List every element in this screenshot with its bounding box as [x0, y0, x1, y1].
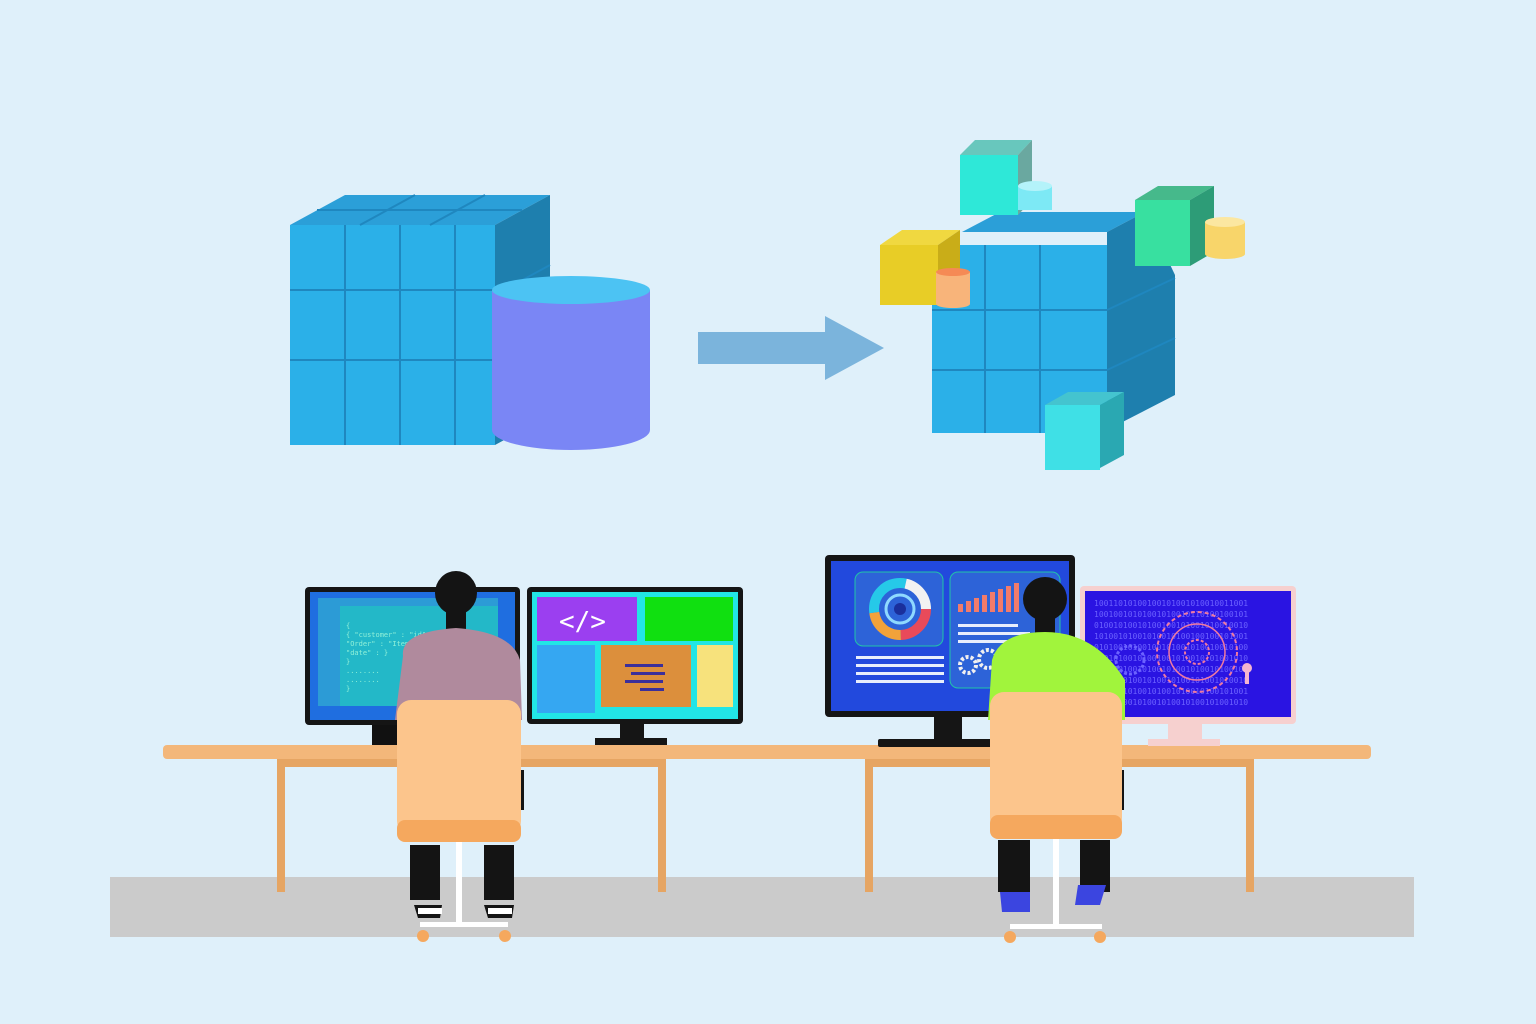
code-line: ........ [346, 667, 380, 675]
clock-icon [1156, 611, 1238, 693]
binary-line: 10100101001010010100100100101001 [1094, 632, 1248, 641]
binary-line: 10011010100100101001010010011001 [1094, 599, 1248, 608]
code-line: { "customer" : "id", [346, 631, 430, 639]
code-line: "Order" : "Item", [346, 640, 418, 648]
binary-line: 01010010100101001010010100101001 [1094, 687, 1248, 696]
monitor-web-layout: </> [527, 587, 743, 745]
chair-left [397, 700, 521, 942]
code-line: ........ [346, 676, 380, 684]
chair-right [990, 692, 1122, 943]
binary-line: 10100101001010010100101001010010 [1094, 676, 1248, 685]
code-line: } [346, 658, 350, 666]
floor [110, 877, 1414, 937]
right-arrow-icon [698, 316, 884, 380]
code-line: { [346, 622, 350, 630]
binary-text-block: 10011010100100101001010010011001 1001001… [1094, 599, 1248, 707]
desk [163, 745, 1371, 892]
monitor-binary-display: 10011010100100101001010010011001 1001001… [1080, 586, 1296, 746]
keyhole-icon [1242, 663, 1252, 684]
code-line: "date" : } [346, 649, 388, 657]
binary-line: 01001010010100101001010010100101 [1094, 665, 1248, 674]
binary-line: 10010100101001010010100101001010 [1094, 698, 1248, 707]
exploded-cube-icon [880, 140, 1245, 470]
binary-line: 10010100101001001010010101001010 [1094, 654, 1248, 663]
bar-chart-icon [958, 583, 1019, 612]
database-cylinder-icon [492, 276, 650, 450]
binary-line: 01001010010100100101001010010010 [1094, 621, 1248, 630]
gear-icon [1114, 644, 1146, 676]
code-tag-icon: </> [559, 607, 606, 637]
code-line: } [346, 685, 350, 693]
code-text-block: { { "customer" : "id", "Order" : "Item",… [346, 622, 430, 693]
binary-line: 10010010101001010010110100100101 [1094, 610, 1248, 619]
binary-line: 01010010100100101001010010010100 [1094, 643, 1248, 652]
donut-chart-icon [869, 578, 931, 640]
